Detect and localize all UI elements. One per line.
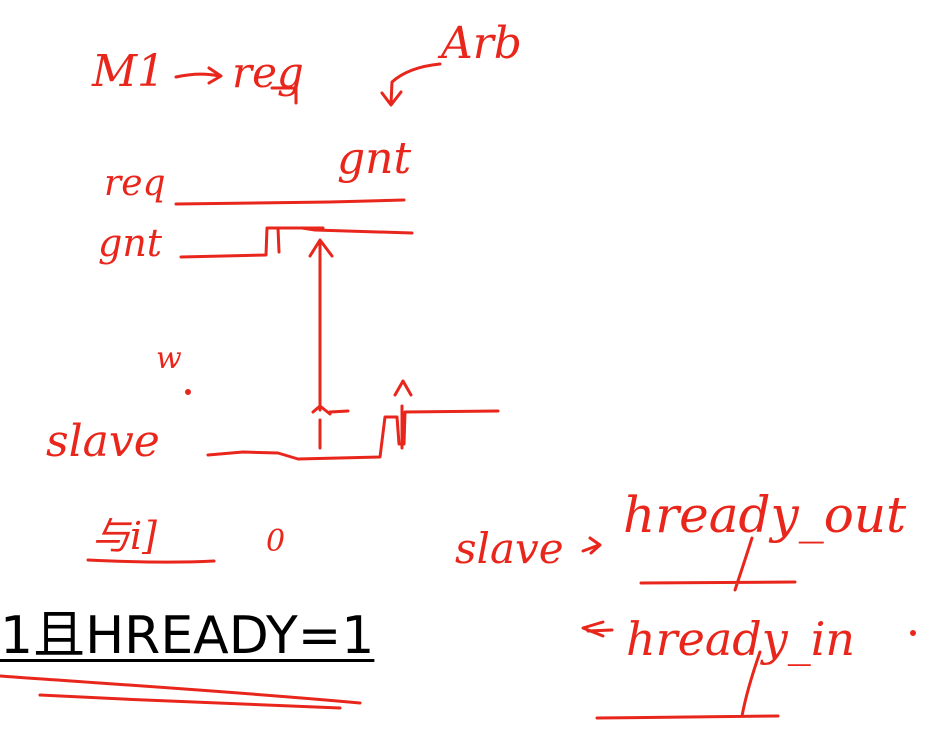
arb-gnt-label: gnt	[337, 133, 412, 184]
arb-arrow	[380, 62, 442, 107]
bottom-left-char: 与i]	[92, 514, 157, 558]
req-signal-label: req	[104, 163, 166, 204]
reg-hook	[270, 86, 298, 105]
handoff-arrow	[308, 238, 334, 412]
slave-signal-label: slave	[46, 416, 160, 467]
reg-label: reg	[232, 48, 304, 97]
m1-to-reg-arrow	[174, 66, 223, 85]
m1-label: M1	[92, 46, 166, 97]
gnt-rise-mark	[276, 226, 325, 254]
w-label: w	[156, 341, 182, 376]
slave-right-label: slave	[455, 524, 564, 573]
hready-out-line	[639, 536, 797, 592]
slave-side-tick	[328, 409, 350, 414]
w-dot	[185, 389, 191, 395]
slave-to-hready-arrow	[581, 536, 602, 555]
zero-mark: 0	[266, 524, 286, 559]
hready-in-label: hready_in	[626, 612, 856, 666]
printed-text-underline	[0, 674, 362, 710]
stray-dot	[910, 630, 916, 636]
gnt-signal-label: gnt	[98, 221, 163, 265]
hready-out-label: hready_out	[623, 486, 907, 544]
printed-condition-text: 1且HREADY=1	[0, 606, 375, 666]
slave-edge-arrow-1	[311, 404, 332, 450]
hready-back-arrow	[581, 620, 614, 638]
slave-edge-arrow-2	[393, 379, 413, 450]
gnt-waveform	[179, 226, 414, 259]
req-waveform	[174, 198, 406, 206]
arb-label: Arb	[441, 18, 522, 69]
hready-in-line	[595, 650, 780, 720]
slave-waveform	[206, 409, 500, 461]
char-underline	[86, 558, 216, 564]
